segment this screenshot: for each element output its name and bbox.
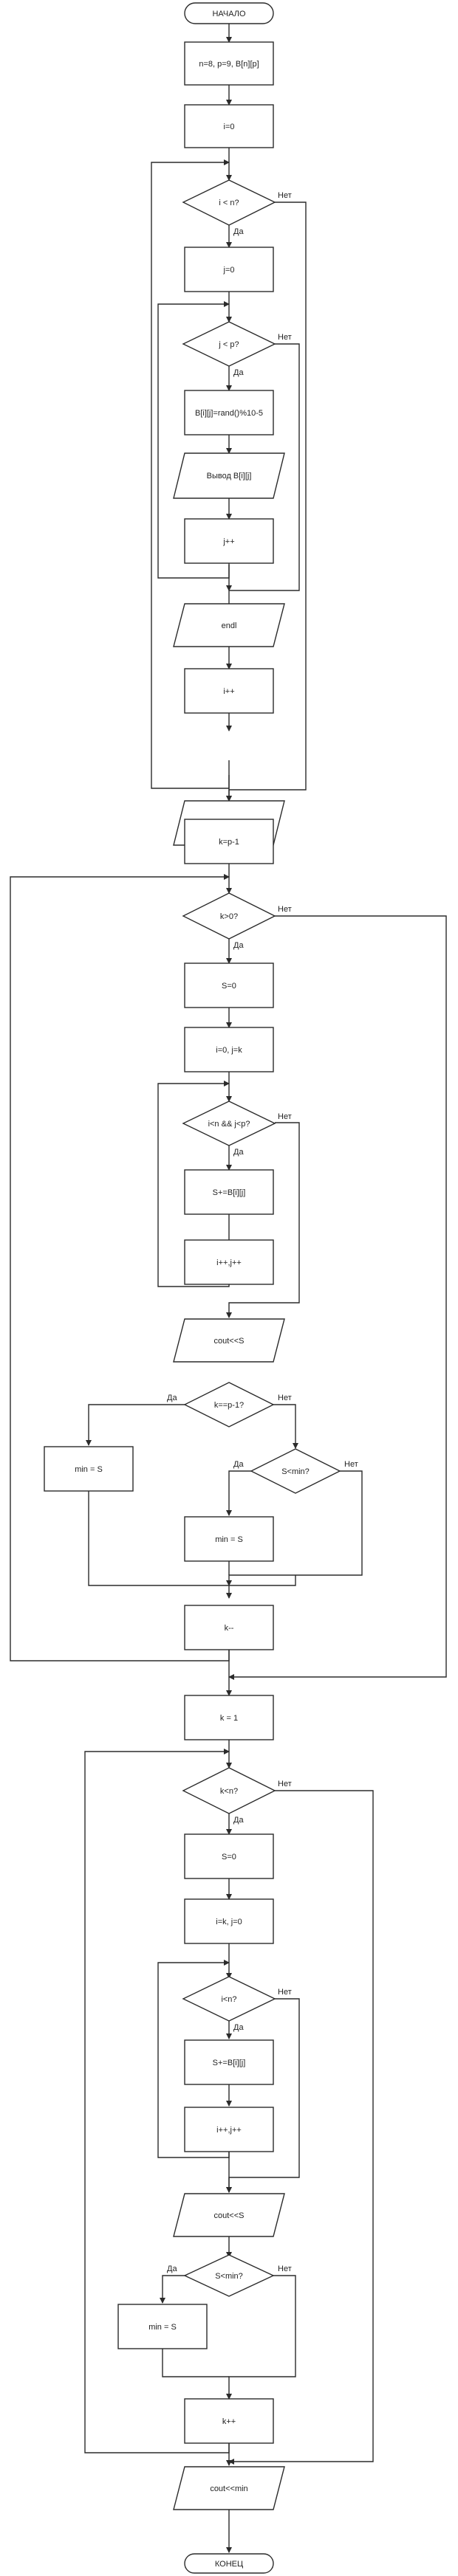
yes-label: Да — [233, 2023, 244, 2032]
cond-i-less-n-decision: i<n? — [182, 1976, 276, 2022]
svg-text:k<n?: k<n? — [220, 1787, 238, 1796]
yes-label: Да — [233, 1460, 244, 1469]
cout-s-io-1: cout<<S — [173, 1318, 285, 1363]
yes-label: Да — [233, 227, 244, 236]
svg-text:НАЧАЛО: НАЧАЛО — [212, 10, 246, 18]
svg-text:S<min?: S<min? — [281, 1467, 310, 1476]
svg-text:k--: k-- — [225, 1624, 234, 1633]
inc-ij-block-2: i++,j++ — [184, 2107, 274, 2152]
svg-text:cout<<S: cout<<S — [214, 2211, 245, 2220]
cond-ij-decision: i<n && j<p? — [182, 1101, 276, 1146]
cond-j-decision: j < p? — [182, 321, 276, 367]
k-one-block: k = 1 — [184, 1695, 274, 1740]
yes-label: Да — [167, 2265, 177, 2273]
yes-label: Да — [167, 1394, 177, 1402]
svg-text:j=0: j=0 — [223, 266, 235, 275]
no-label: Нет — [278, 1394, 292, 1402]
svg-text:i<n?: i<n? — [221, 1995, 236, 2004]
cond-k-last-decision: k==p-1? — [183, 1382, 275, 1428]
svg-text:i=0, j=k: i=0, j=k — [216, 1046, 242, 1055]
cond-k-less-n-decision: k<n? — [182, 1767, 276, 1814]
yes-label: Да — [233, 1816, 244, 1825]
svg-text:i < n?: i < n? — [219, 199, 239, 207]
svg-text:B[i][j]=rand()%10-5: B[i][j]=rand()%10-5 — [195, 409, 263, 418]
k-inc-block: k++ — [184, 2398, 274, 2444]
i0-jk-block: i=0, j=k — [184, 1027, 274, 1072]
cond-k-positive-decision: k>0? — [182, 892, 276, 940]
cond-i-decision: i < n? — [182, 179, 276, 226]
svg-text:S+=B[i][j]: S+=B[i][j] — [213, 1188, 246, 1197]
cout-s-io-2: cout<<S — [173, 2193, 285, 2237]
svg-text:i++,j++: i++,j++ — [216, 1258, 242, 1267]
no-label: Нет — [278, 2265, 292, 2273]
i-init-block: i=0 — [184, 104, 274, 148]
svg-text:КОНЕЦ: КОНЕЦ — [215, 2560, 243, 2569]
svg-text:min = S: min = S — [148, 2323, 177, 2332]
svg-text:endl: endl — [222, 621, 237, 630]
no-label: Нет — [278, 905, 292, 914]
svg-text:k = 1: k = 1 — [220, 1714, 238, 1723]
ik-j0-block: i=k, j=0 — [184, 1898, 274, 1944]
yes-label: Да — [233, 368, 244, 377]
svg-text:i=k, j=0: i=k, j=0 — [216, 1918, 242, 1926]
yes-label: Да — [233, 1148, 244, 1157]
j-inc-block: j++ — [184, 518, 274, 564]
svg-text:k==p-1?: k==p-1? — [214, 1401, 244, 1410]
sum-block-1: S+=B[i][j] — [184, 1169, 274, 1215]
cout-min-io: cout<<min — [173, 2466, 285, 2510]
connectors — [10, 24, 447, 2553]
no-label: Нет — [278, 333, 292, 342]
svg-text:S+=B[i][j]: S+=B[i][j] — [213, 2059, 246, 2067]
s-zero-block-1: S=0 — [184, 962, 274, 1008]
no-label: Нет — [278, 191, 292, 200]
svg-text:i++: i++ — [223, 687, 234, 696]
no-label: Нет — [278, 1988, 292, 1997]
no-label: Нет — [344, 1460, 358, 1469]
yes-label: Да — [233, 941, 244, 950]
print-b-io: Вывод B[i][j] — [173, 452, 285, 499]
k-equals-p-minus-1-process: k=p-1 — [184, 819, 274, 864]
cond-s-min-decision-2: S<min? — [183, 2254, 275, 2297]
svg-text:k++: k++ — [222, 2417, 236, 2426]
svg-text:k=p-1: k=p-1 — [219, 838, 239, 847]
inc-ij-block-1: i++,j++ — [184, 1239, 274, 1285]
svg-text:j++: j++ — [222, 537, 234, 546]
svg-text:min = S: min = S — [75, 1465, 103, 1474]
endl-io-1: endl — [173, 603, 285, 647]
cond-s-min-decision-1: S<min? — [250, 1448, 341, 1494]
svg-text:i<n && j<p?: i<n && j<p? — [208, 1120, 250, 1129]
min-s-block-1: min = S — [44, 1446, 134, 1492]
i-inc-block: i++ — [184, 668, 274, 714]
svg-text:S=0: S=0 — [222, 1853, 236, 1862]
start-terminator: НАЧАЛО — [184, 2, 274, 24]
no-label: Нет — [278, 1112, 292, 1121]
svg-text:i=0: i=0 — [224, 123, 235, 131]
svg-text:cout<<min: cout<<min — [210, 2484, 247, 2493]
s-zero-block-2: S=0 — [184, 1833, 274, 1879]
end-terminator: КОНЕЦ — [184, 2553, 274, 2574]
init-vars-block: n=8, p=9, B[n][p] — [184, 41, 274, 86]
svg-text:i++,j++: i++,j++ — [216, 2126, 242, 2135]
svg-text:j < p?: j < p? — [218, 340, 239, 349]
no-label: Нет — [278, 1780, 292, 1788]
sum-block-2: S+=B[i][j] — [184, 2039, 274, 2085]
svg-text:S=0: S=0 — [222, 982, 236, 991]
svg-text:cout<<S: cout<<S — [214, 1337, 245, 1346]
min-s-block-2: min = S — [184, 1516, 274, 1562]
min-s-block-3: min = S — [117, 2304, 208, 2349]
svg-text:min = S: min = S — [215, 1535, 243, 1544]
j-init-block: j=0 — [184, 247, 274, 292]
svg-text:S<min?: S<min? — [215, 2272, 243, 2281]
k-dec-block: k-- — [184, 1605, 274, 1650]
assign-rand-block: B[i][j]=rand()%10-5 — [184, 390, 274, 435]
svg-text:n=8, p=9, B[n][p]: n=8, p=9, B[n][p] — [199, 60, 259, 69]
svg-text:k>0?: k>0? — [220, 912, 238, 921]
svg-text:Вывод B[i][j]: Вывод B[i][j] — [207, 472, 252, 481]
branch-labels: Да Нет Да Нет Да Нет Да Нет Да Нет Да Не… — [167, 191, 358, 2273]
